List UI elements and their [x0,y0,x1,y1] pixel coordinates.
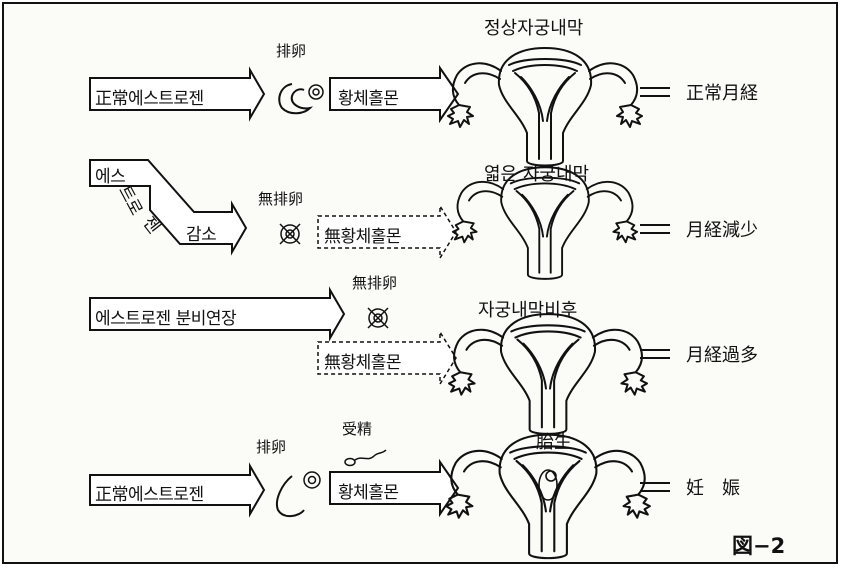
fetus-icon [539,470,557,500]
row1-uterus-icon [448,48,642,166]
row1-result-label: 正常月経 [686,79,758,105]
row4-ovulation-label: 排卵 [256,436,286,457]
sperm-icon [345,450,386,466]
row3-uterus-icon [449,314,647,434]
row4-result-label: 妊 娠 [686,474,740,500]
row4-input-label: 正常에스트로젠 [95,480,204,505]
row2-ovulation-label: 無排卵 [258,188,303,209]
row1-ovum-icon [279,84,310,113]
row1-endometrium-label: 정상자궁내막 [484,14,583,40]
row1-egg-icon [309,85,323,99]
row3-result-label: 月経過多 [686,341,758,367]
row1-hormone-label: 황체홀몬 [338,84,399,109]
row3-endometrium-label: 자궁내막비후 [478,296,577,322]
row2-anovulation-icon [280,224,300,244]
row2-input-part4: 감소 [186,220,216,245]
row2-input-part1: 에스 [95,162,125,187]
row4-egg-icon [304,472,320,488]
row2-hormone-label: 無황체홀몬 [324,222,401,247]
row3-ovulation-label: 無排卵 [352,272,397,293]
row3-hormone-label: 無황체홀몬 [324,348,401,373]
row3-input-label: 에스트로젠 분비연장 [95,304,236,329]
row1-input-label: 正常에스트로젠 [95,84,204,109]
figure-label: 図−2 [732,530,785,560]
row1-ovulation-label: 排卵 [276,40,306,61]
row3-anovulation-icon [368,308,388,328]
fertilization-label: 受精 [342,418,372,439]
row4-endometrium-label: 胎生 [536,428,572,454]
row4-ovum-icon [277,476,304,516]
row2-endometrium-label: 엷은 자궁내막 [484,160,589,186]
row2-result-label: 月経減少 [686,216,758,242]
row4-hormone-label: 황체홀몬 [338,478,399,503]
